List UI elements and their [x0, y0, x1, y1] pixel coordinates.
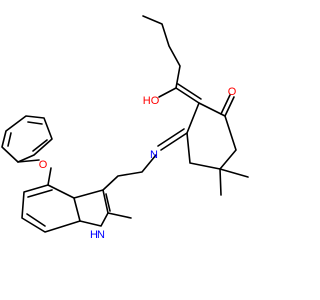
exocyclic-double-bond: [175, 83, 202, 104]
phenyl-ring: [1, 115, 53, 163]
cyclohexane-ring: [186, 102, 237, 170]
indole-nh-hydrogen-label: H: [90, 229, 98, 241]
ether-oxygen-label: O: [39, 159, 48, 171]
benzene-inner-double-bonds: [26, 189, 53, 227]
atom-labels: O HO N O H N: [39, 86, 237, 241]
hydroxyl-label: HO: [143, 95, 160, 107]
imine-double-bond: [157, 128, 188, 151]
structure-diagram: O HO N O H N: [1, 15, 249, 241]
ether-bonds: [17, 159, 52, 186]
indole-pyrrole-ring: [73, 189, 109, 227]
indole-nh-nitrogen-label: N: [97, 229, 105, 241]
imine-nitrogen-label: N: [150, 149, 158, 161]
alkyl-chain-bond: [142, 15, 181, 89]
pyrrole-double-bond: [105, 193, 111, 212]
ethyl-linker: [102, 154, 157, 191]
bonds: [1, 15, 249, 233]
gem-dimethyl-bonds: [219, 168, 249, 196]
carbonyl-oxygen-label: O: [228, 86, 237, 98]
ketone-double-bond: [220, 94, 235, 117]
indole-methyl-bond: [107, 212, 132, 219]
indole-benzene-ring: [21, 184, 81, 233]
phenyl-inner-double-bonds: [7, 121, 48, 152]
enol-hydroxyl-bond: [158, 87, 177, 98]
molecule-drawing: O HO N O H N: [1, 15, 249, 241]
